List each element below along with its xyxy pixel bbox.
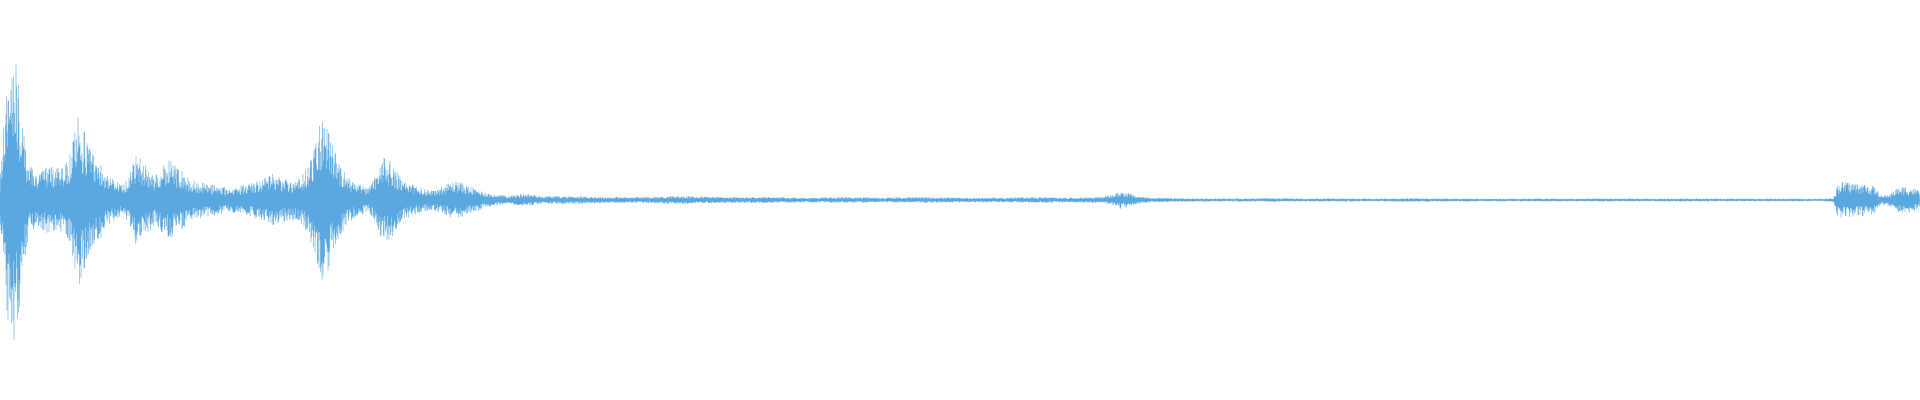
- waveform-samples: [0, 64, 1920, 340]
- waveform-path: [0, 64, 1920, 340]
